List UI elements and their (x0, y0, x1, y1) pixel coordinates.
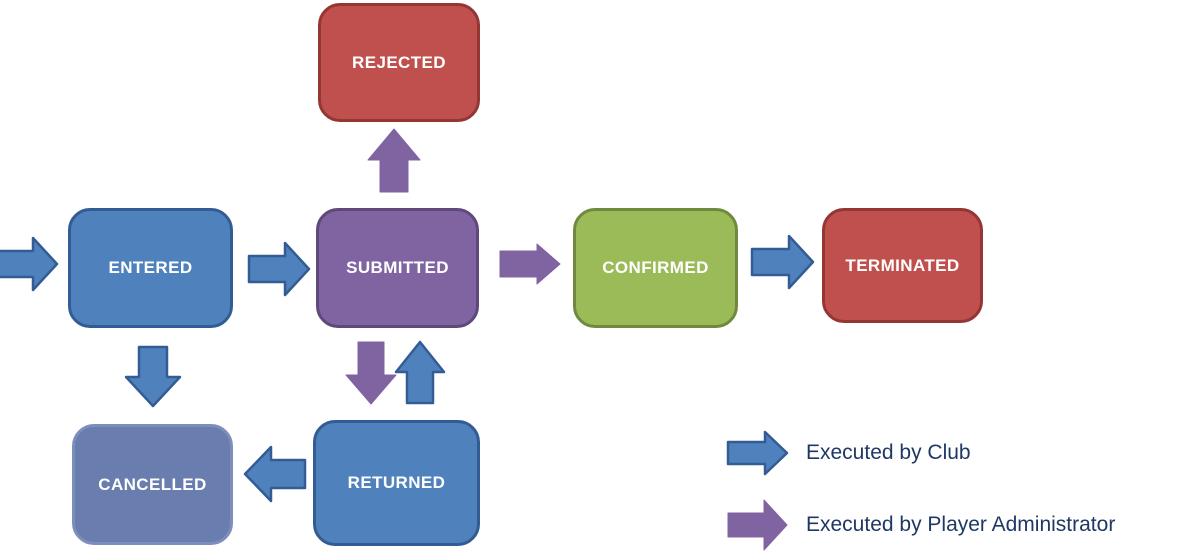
node-terminated-label: TERMINATED (845, 255, 960, 275)
legend-admin-arrow-icon (727, 499, 788, 551)
arrow-confirmed-to-terminated-icon (750, 234, 815, 290)
node-rejected: REJECTED (318, 3, 480, 122)
node-entered: ENTERED (68, 208, 233, 328)
node-returned-label: RETURNED (347, 473, 446, 492)
node-returned: RETURNED (313, 420, 480, 546)
node-confirmed-label: CONFIRMED (602, 258, 709, 277)
arrow-submitted-to-returned-icon (345, 341, 397, 405)
node-submitted-label: SUBMITTED (346, 258, 449, 277)
node-submitted: SUBMITTED (316, 208, 479, 328)
legend-club-label: Executed by Club (806, 441, 971, 464)
arrow-submitted-to-confirmed-icon (499, 243, 561, 285)
legend-club-arrow-icon (726, 430, 789, 476)
arrow-returned-to-cancelled-icon (243, 445, 307, 503)
arrow-start-to-entered-icon (0, 236, 59, 292)
legend-admin-label: Executed by Player Administrator (806, 513, 1116, 536)
arrow-entered-to-cancelled-icon (124, 345, 182, 408)
node-rejected-label: REJECTED (352, 52, 446, 72)
node-terminated: TERMINATED (822, 208, 983, 323)
node-cancelled-label: CANCELLED (98, 474, 207, 494)
arrow-returned-to-submitted-icon (394, 340, 446, 405)
node-entered-label: ENTERED (108, 258, 193, 277)
arrow-entered-to-submitted-icon (247, 241, 311, 297)
arrow-submitted-to-rejected-icon (367, 128, 421, 193)
node-cancelled: CANCELLED (72, 424, 233, 545)
node-confirmed: CONFIRMED (573, 208, 738, 328)
